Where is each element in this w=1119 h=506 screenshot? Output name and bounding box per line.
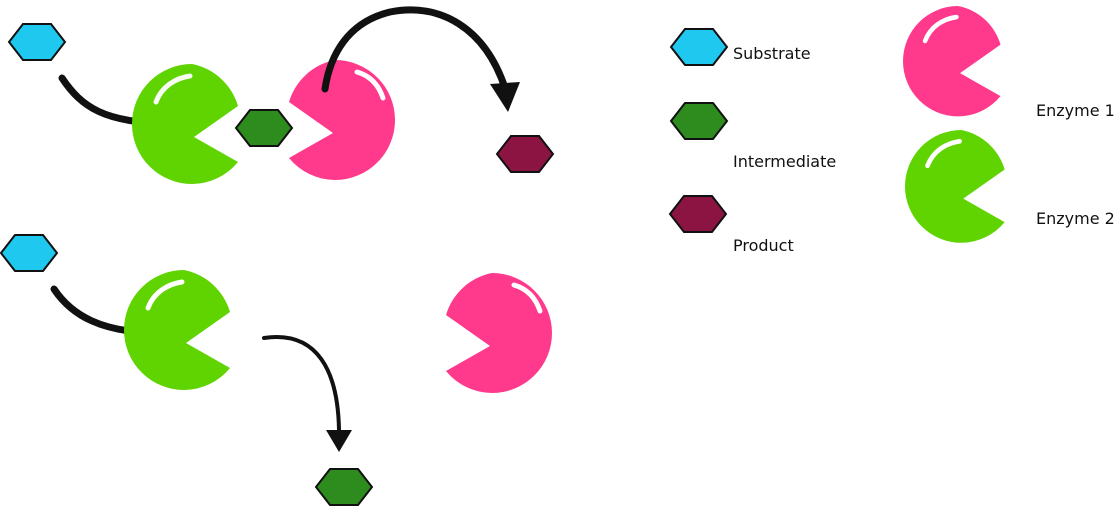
substrate-hexagon-bottom <box>0 234 58 272</box>
substrate-hexagon-top <box>8 23 66 61</box>
enzyme2-top <box>132 64 238 184</box>
legend-enzyme1-label: Enzyme 1 <box>1036 101 1115 120</box>
legend-substrate-icon <box>670 28 728 66</box>
legend <box>669 6 1005 243</box>
enzyme1-top <box>289 60 395 180</box>
legend-intermediate-label: Intermediate <box>733 152 837 171</box>
enzyme2-bottom <box>124 270 230 390</box>
arrow-enzyme2-to-intermediate-bottom <box>262 335 341 432</box>
legend-intermediate-icon <box>670 102 728 140</box>
enzyme1-bottom <box>446 273 552 393</box>
arrow-enzyme1-to-product-top <box>321 6 509 93</box>
bottom-reaction <box>0 234 552 506</box>
intermediate-hexagon-bottom <box>315 468 373 506</box>
legend-enzyme2-icon <box>905 130 1005 243</box>
legend-substrate-label: Substrate <box>733 44 811 63</box>
legend-enzyme2-label: Enzyme 2 <box>1036 209 1115 228</box>
legend-product-label: Product <box>733 236 794 255</box>
legend-product-icon <box>669 195 727 233</box>
intermediate-hexagon-top <box>235 109 293 147</box>
arrow-head-product-top <box>490 82 520 112</box>
arrow-head-intermediate-bottom <box>326 430 352 452</box>
product-hexagon-top <box>496 135 554 173</box>
legend-enzyme1-icon <box>903 6 1001 117</box>
top-reaction <box>8 6 554 184</box>
